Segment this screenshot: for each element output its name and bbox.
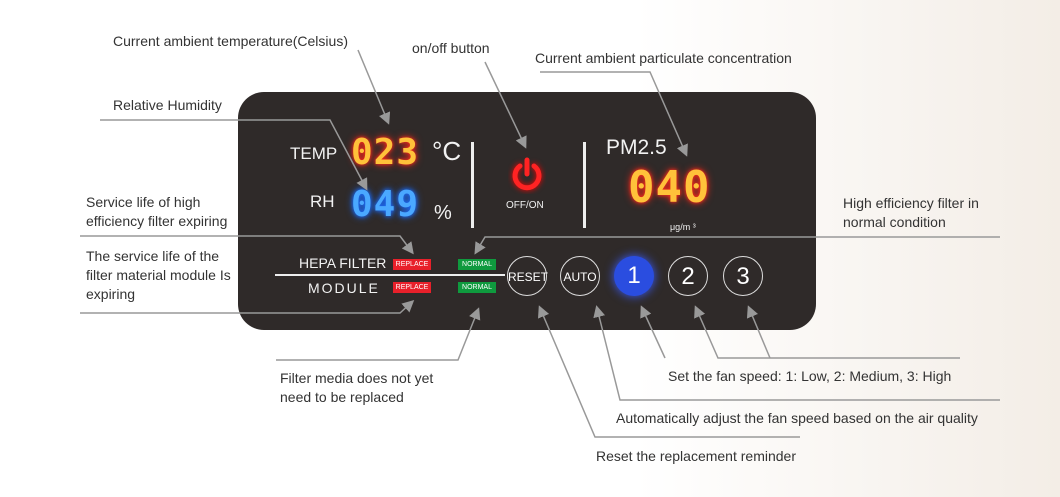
rh-unit: % [434, 202, 452, 224]
annotation-hepa-normal: High efficiency filter in normal conditi… [843, 195, 979, 230]
temp-display: 023 [351, 132, 420, 173]
fan-speed-1-button[interactable]: 1 [614, 256, 654, 296]
annotation-reset: Reset the replacement reminder [596, 448, 796, 464]
auto-button[interactable]: AUTO [560, 256, 600, 296]
rh-display: 049 [351, 184, 420, 225]
control-panel: TEMP 023 °C RH 049 % OFF/ON PM2.5 040 μg… [238, 92, 816, 330]
rh-label: RH [310, 192, 335, 211]
pm-display: 040 [628, 162, 711, 213]
annotation-fan: Set the fan speed: 1: Low, 2: Medium, 3:… [668, 368, 952, 384]
hepa-replace-indicator: REPLACE [393, 259, 431, 270]
annotation-hepa-replace: Service life of high efficiency filter e… [86, 194, 228, 229]
annotation-auto: Automatically adjust the fan speed based… [616, 410, 978, 426]
power-icon[interactable] [508, 156, 546, 194]
divider [471, 142, 474, 228]
power-label: OFF/ON [506, 200, 544, 211]
pm-unit: μg/m ³ [670, 222, 696, 232]
annotation-temp: Current ambient temperature(Celsius) [113, 33, 348, 49]
pm-label: PM2.5 [606, 136, 667, 159]
annotation-module-replace: The service life of the filter material … [86, 248, 231, 302]
annotation-rh: Relative Humidity [113, 97, 222, 113]
temp-label: TEMP [290, 144, 338, 163]
annotation-pm: Current ambient particulate concentratio… [535, 50, 792, 66]
annotation-module-normal: Filter media does not yet need to be rep… [280, 370, 434, 405]
reset-button[interactable]: RESET [507, 256, 548, 296]
module-replace-indicator: REPLACE [393, 282, 431, 293]
module-label: MODULE [308, 280, 380, 296]
hepa-label: HEPA FILTER [299, 255, 387, 271]
module-normal-indicator: NORMAL [458, 282, 496, 293]
divider [275, 274, 505, 276]
divider [583, 142, 586, 228]
hepa-normal-indicator: NORMAL [458, 259, 496, 270]
fan-speed-3-button[interactable]: 3 [723, 256, 763, 296]
temp-unit: °C [432, 136, 462, 166]
annotation-power: on/off button [412, 40, 490, 56]
fan-speed-2-button[interactable]: 2 [668, 256, 708, 296]
